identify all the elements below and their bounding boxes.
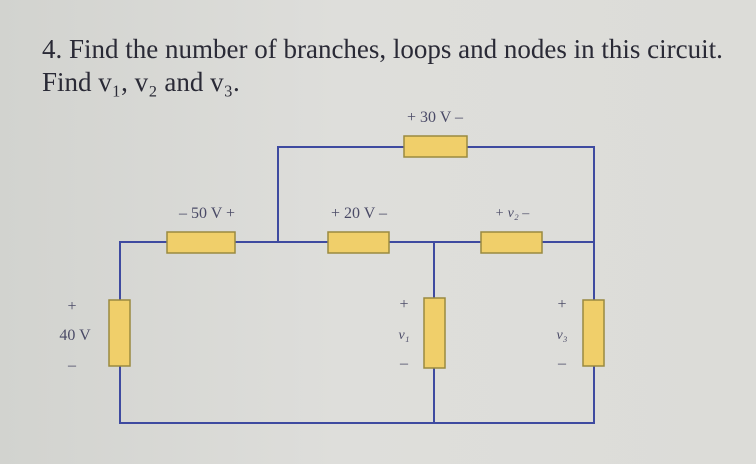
v1-plus-sign: +: [399, 296, 409, 313]
label-v2: + v₂ –: [494, 206, 530, 221]
element-30v: [403, 135, 468, 158]
element-v1: [423, 297, 446, 369]
label-40v: 40 V: [59, 327, 91, 344]
source-plus-sign: +: [67, 298, 77, 315]
question-line-2: Find v₁, v₂ and v₃.: [42, 67, 240, 97]
element-50v: [166, 231, 236, 254]
source-40v: [108, 299, 131, 367]
wire-main-top: [119, 241, 595, 301]
v1-minus-sign: –: [400, 355, 408, 372]
source-minus-sign: –: [68, 357, 76, 374]
label-50v: – 50 V +: [179, 205, 235, 222]
label-30v: + 30 V –: [407, 109, 463, 126]
element-v3: [582, 299, 605, 367]
label-20v: + 20 V –: [331, 205, 387, 222]
label-v3: v₃: [556, 328, 568, 343]
v3-minus-sign: –: [558, 355, 566, 372]
element-v2: [480, 231, 543, 254]
element-20v: [327, 231, 390, 254]
question-line-1: 4. Find the number of branches, loops an…: [42, 34, 723, 64]
v3-plus-sign: +: [557, 296, 567, 313]
wire-top-loop: [277, 146, 595, 301]
label-v1: v₁: [398, 328, 410, 343]
wires: [119, 146, 595, 424]
